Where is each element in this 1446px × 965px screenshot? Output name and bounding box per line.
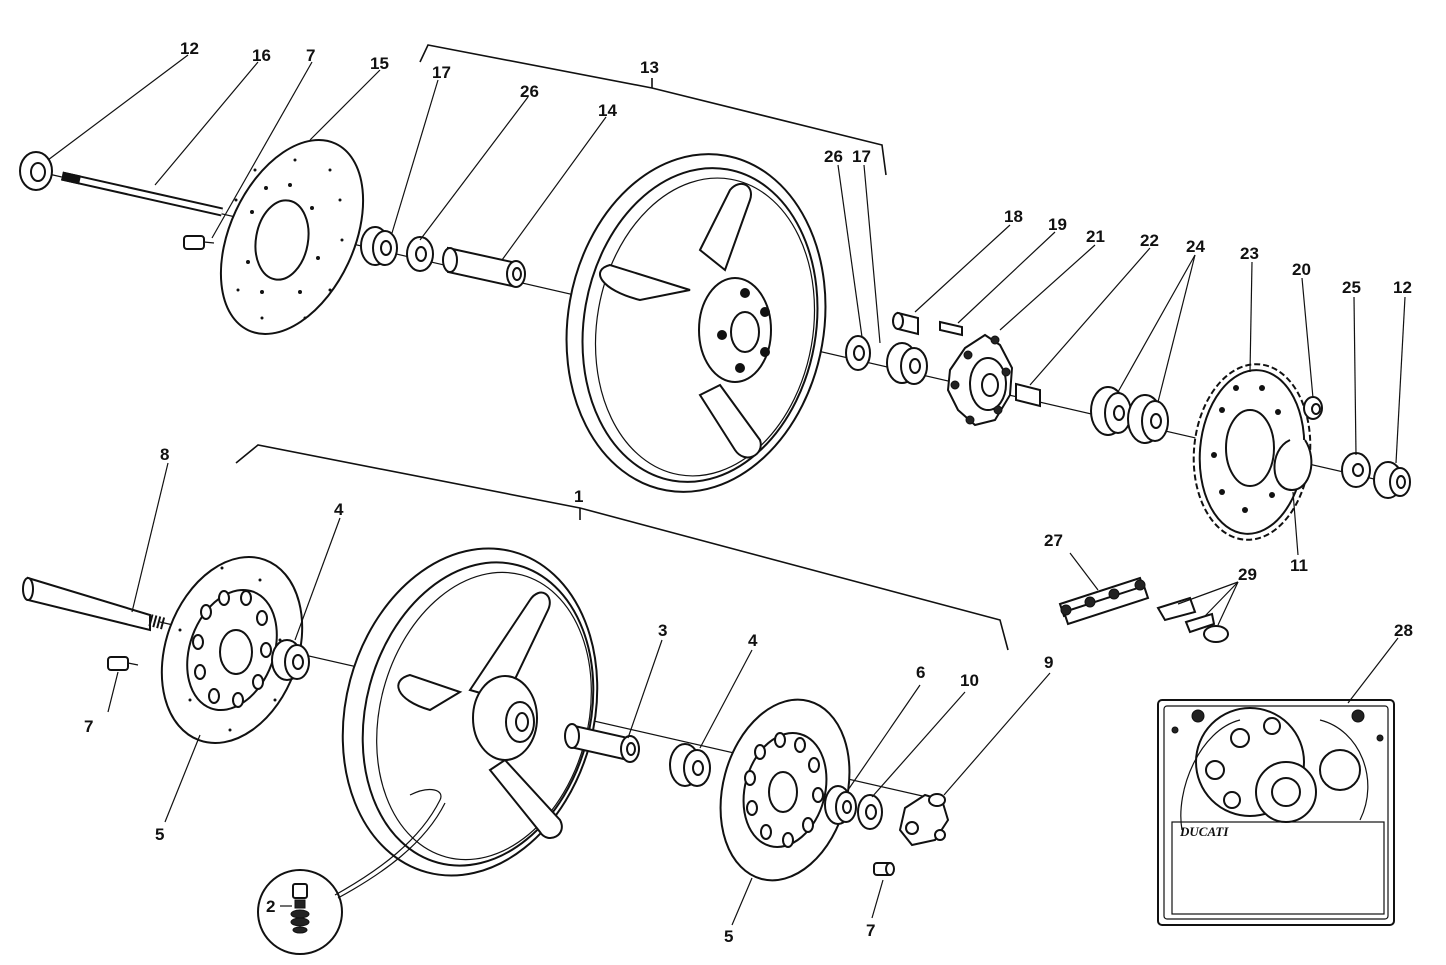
label-7-rear-bolt: 7: [306, 46, 315, 65]
rear-washer: [1341, 452, 1371, 488]
rear-axle: [61, 171, 223, 217]
label-1-front-wheel: 1: [574, 487, 583, 506]
label-5-front-disc-right: 5: [724, 927, 733, 946]
rear-wheel-rim: [565, 153, 827, 493]
rear-bearing-right: [886, 342, 928, 385]
label-12-rear-nut-left: 12: [180, 39, 199, 58]
front-spacer: [564, 723, 640, 763]
front-axle: [22, 576, 167, 632]
sprocket-bearings: [1090, 386, 1169, 444]
front-disc-bolt-left: [107, 656, 139, 671]
label-12-rear-nut-right: 12: [1393, 278, 1412, 297]
label-15-rear-disc: 15: [370, 54, 389, 73]
label-17-bearing-right: 17: [852, 147, 871, 166]
front-seal: [824, 785, 857, 825]
front-bearing-right: [669, 743, 711, 787]
front-wheel-rim: [341, 547, 599, 877]
sprocket-cover-plate: DUCATI: [1157, 637, 1399, 926]
speedometer-drive: [898, 793, 950, 847]
label-3-spacer: 3: [658, 621, 667, 640]
label-18-bush: 18: [1004, 207, 1023, 226]
label-6-seal: 6: [916, 663, 925, 682]
rear-leader-lines: [47, 54, 1406, 556]
label-2-valve: 2: [266, 897, 275, 916]
sprocket-nut: [1303, 396, 1323, 420]
front-wheel-group-bracket: [235, 444, 1009, 651]
label-26-seal-right: 26: [824, 147, 843, 166]
sprocket-stud: [939, 320, 963, 337]
label-23-sprocket: 23: [1240, 244, 1259, 263]
cush-drive-bush: [892, 311, 919, 336]
label-24-bearings: 24: [1186, 237, 1205, 256]
front-brake-disc-right: [719, 698, 851, 882]
sprocket-circlip: [1273, 439, 1313, 492]
chain-master-link: [1156, 581, 1239, 643]
sprocket-flange: [946, 333, 1014, 427]
front-washer: [857, 794, 883, 830]
label-19-stud: 19: [1048, 215, 1067, 234]
front-bearing-left: [271, 639, 310, 681]
rear-seal-right: [845, 335, 871, 371]
label-8-front-axle: 8: [160, 445, 169, 464]
label-9-speedo-drive: 9: [1044, 653, 1053, 672]
label-25-washer: 25: [1342, 278, 1361, 297]
label-29-master-link: 29: [1238, 565, 1257, 584]
label-14-spacer: 14: [598, 101, 617, 120]
label-22-spacer: 22: [1140, 231, 1159, 250]
label-5-front-disc-left: 5: [155, 825, 164, 844]
front-brake-disc-left: [160, 556, 304, 744]
plate-brand-text: DUCATI: [1179, 824, 1229, 839]
rear-nut-left: [19, 151, 53, 191]
rear-nut-right: [1373, 461, 1411, 499]
label-21-flange: 21: [1086, 227, 1105, 246]
front-disc-bolt-right: [873, 862, 895, 876]
front-leader-lines: [107, 462, 1051, 926]
label-16-rear-axle: 16: [252, 46, 271, 65]
part-number-labels: 12 16 7 15 17 26 14 13 26 17 18 19 21 22…: [84, 39, 1413, 946]
label-11-circlip: 11: [1290, 556, 1308, 575]
rear-brake-disc: [219, 139, 365, 335]
chain-section: [1058, 552, 1150, 626]
label-4-bearing-right: 4: [748, 631, 758, 650]
rear-bearing-left: [360, 226, 398, 266]
rear-disc-bolt: [183, 235, 215, 250]
label-7-bolt-lower: 7: [866, 921, 875, 940]
label-10-washer: 10: [960, 671, 979, 690]
label-28-plate: 28: [1394, 621, 1413, 640]
rear-seal-left: [406, 236, 434, 272]
valve-callout: [257, 788, 446, 955]
rear-spacer: [442, 246, 526, 288]
label-27-chain: 27: [1044, 531, 1063, 550]
label-17-bearing: 17: [432, 63, 451, 82]
label-26-seal: 26: [520, 82, 539, 101]
label-13-rear-wheel: 13: [640, 58, 659, 77]
label-7-front-bolt: 7: [84, 717, 93, 736]
label-20-nut: 20: [1292, 260, 1311, 279]
label-4-bearing-left: 4: [334, 500, 344, 519]
sprocket-spacer: [1015, 382, 1041, 408]
